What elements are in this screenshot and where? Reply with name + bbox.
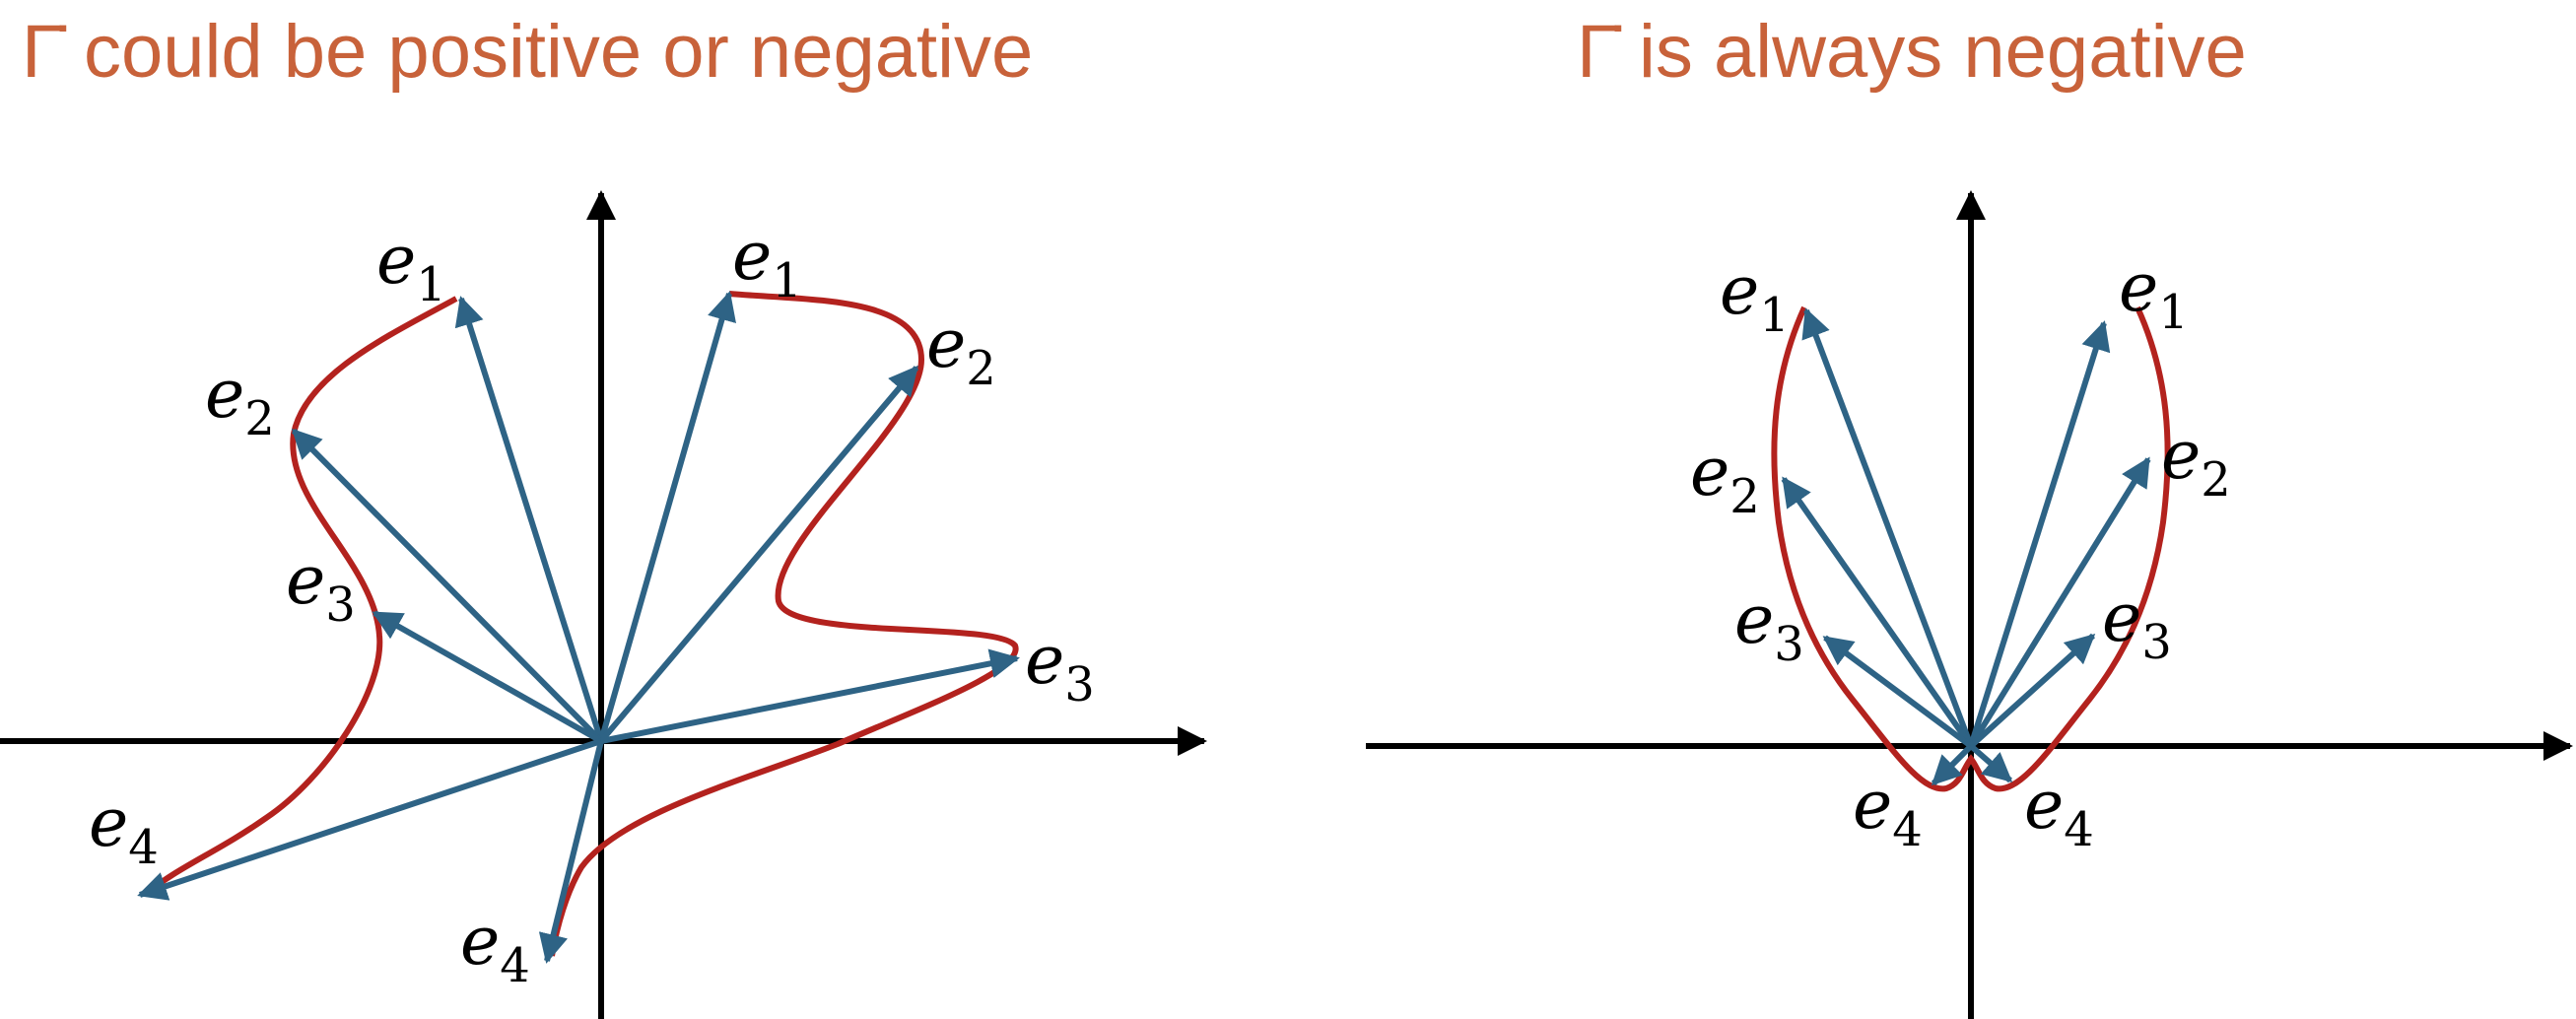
left-curve-right — [549, 291, 1019, 957]
left-label-e1-left: e1 — [376, 222, 446, 312]
left-panel-title: Γ̇ could be positive or negative — [22, 10, 1033, 94]
right-label-e2-left: e2 — [1690, 434, 1760, 524]
right-label-e4-right: e4 — [2024, 767, 2094, 857]
left-vector-e2-right — [598, 365, 919, 743]
left-label-e3-left: e3 — [286, 542, 356, 633]
left-label-e3-right: e3 — [1025, 622, 1095, 713]
right-label-e2-right: e2 — [2161, 417, 2231, 508]
right-curve — [1771, 306, 2171, 792]
left-vector-e2-left — [291, 428, 604, 744]
right-vector-e2-left — [1781, 476, 1974, 748]
left-label-e2-left: e2 — [205, 356, 275, 446]
left-panel: Γ̇ could be positive or negative e1 e2 e… — [0, 10, 1207, 1019]
left-label-e4-bottom: e4 — [460, 903, 530, 993]
right-vector-e4-right — [1969, 743, 2013, 783]
right-vector-e3-left — [1822, 635, 1973, 749]
right-label-e1-left: e1 — [1720, 252, 1790, 343]
right-label-e3-left: e3 — [1734, 581, 1804, 672]
right-vector-e3-right — [1968, 633, 2096, 749]
left-label-e1-right: e1 — [732, 218, 802, 308]
left-label-e4-left: e4 — [89, 784, 159, 875]
left-vector-e1-left — [454, 296, 604, 742]
left-vector-e4-left — [137, 738, 602, 901]
left-vector-e4-bottom — [538, 740, 604, 964]
left-vector-e3-left — [372, 610, 603, 744]
right-panel: Γ̇ is always negative e1 e2 e3 e4 e1 e2 … — [1366, 10, 2573, 1019]
right-vector-e4-left — [1931, 743, 1974, 786]
right-panel-title: Γ̇ is always negative — [1577, 10, 2247, 94]
right-vector-e1-right — [1968, 320, 2111, 747]
right-vector-e2-right — [1968, 456, 2151, 748]
right-label-e4-left: e4 — [1853, 767, 1923, 857]
left-label-e2-right: e2 — [926, 306, 996, 396]
right-label-e1-right: e1 — [2119, 249, 2189, 340]
right-label-e3-right: e3 — [2102, 579, 2172, 670]
right-vector-e1-left — [1801, 307, 1974, 748]
left-vector-e1-right — [598, 291, 736, 742]
left-vector-e3-right — [600, 648, 1020, 744]
